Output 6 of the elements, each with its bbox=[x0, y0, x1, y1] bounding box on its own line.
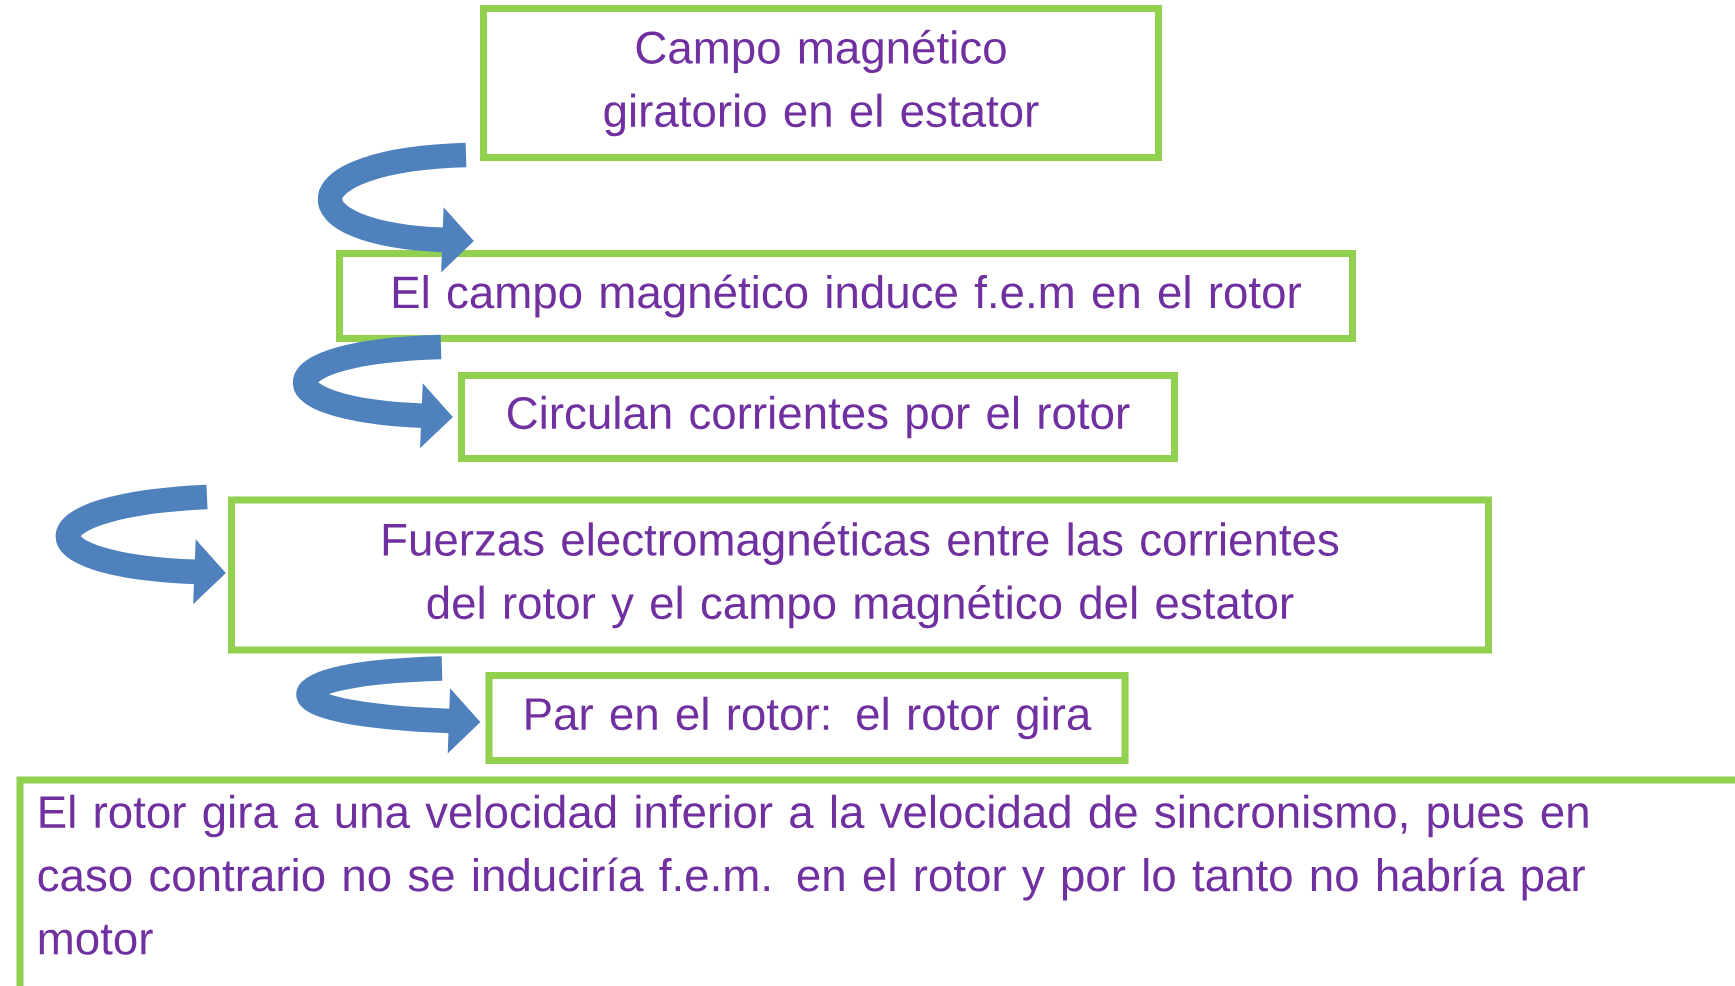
text-box: Par en el rotor: el rotor gira bbox=[485, 672, 1129, 765]
text-box: Fuerzas electromagnéticas entre las corrientes del rotor y el campo magnético del estator bbox=[228, 496, 1493, 654]
text-box: El rotor gira a una velocidad inferior a la velocidad de sincronismo, pues en caso contrario no se induciría f.e.m. en el rotor y por lo tanto no habría par motor bbox=[16, 776, 1735, 986]
text-box: Circulan corrientes por el rotor bbox=[458, 372, 1179, 463]
text-box: Campo magnético giratorio en el estator bbox=[480, 5, 1163, 162]
text-box: El campo magnético induce f.e.m en el rotor bbox=[336, 250, 1357, 343]
